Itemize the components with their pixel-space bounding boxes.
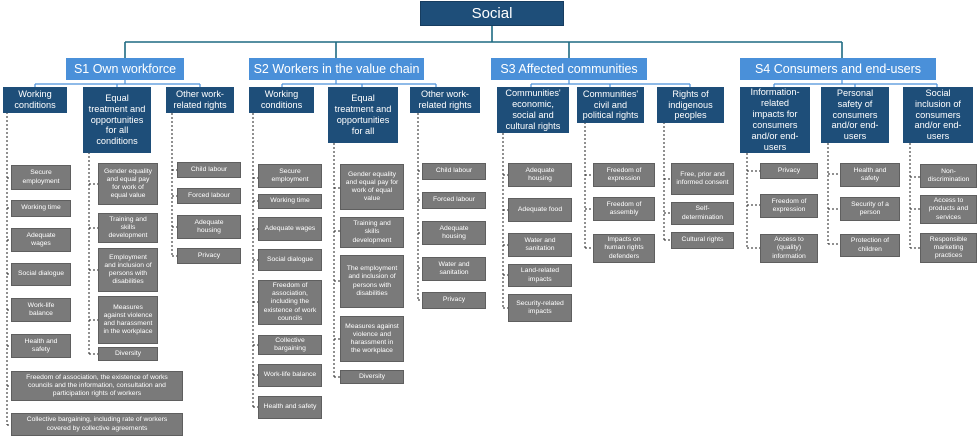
leaf-s4-freedom-expression: Freedom of expression bbox=[760, 194, 818, 218]
leaf-s2-freedom-of-association: Freedom of association, including the ex… bbox=[258, 280, 322, 325]
leaf-s2-diversity: Diversity bbox=[340, 370, 404, 384]
leaf-s1-training: Training and skills development bbox=[98, 213, 158, 243]
topic-s2-working-conditions: Working conditions bbox=[249, 87, 314, 113]
topic-s4-safety: Personal safety of consumers and/or end-… bbox=[821, 87, 889, 143]
topic-s4-inclusion: Social inclusion of consumers and/or end… bbox=[903, 87, 973, 143]
leaf-s1-diversity: Diversity bbox=[98, 347, 158, 361]
category-s2: S2 Workers in the value chain bbox=[249, 58, 424, 80]
leaf-s2-forced-labour: Forced labour bbox=[422, 192, 486, 209]
topic-s4-information: Information-related impacts for consumer… bbox=[740, 87, 810, 153]
leaf-s4-marketing: Responsible marketing practices bbox=[920, 233, 977, 263]
leaf-s4-non-discrimination: Non-discrimination bbox=[920, 164, 977, 188]
leaf-s4-access-information: Access to (quality) information bbox=[760, 234, 818, 263]
topic-s2-equal-treatment: Equal treatment and opportunities for al… bbox=[328, 87, 398, 143]
leaf-s1-freedom-of-association: Freedom of association, the existence of… bbox=[11, 371, 183, 401]
leaf-s2-harassment: Measures against violence and harassment… bbox=[340, 316, 404, 362]
category-s3: S3 Affected communities bbox=[491, 58, 647, 80]
leaf-s1-gender-equality: Gender equality and equal pay for work o… bbox=[98, 163, 158, 205]
leaf-s4-access-products: Access to products and services bbox=[920, 195, 977, 224]
leaf-s2-child-labour: Child labour bbox=[422, 163, 486, 180]
leaf-s2-health-safety: Health and safety bbox=[258, 396, 322, 419]
leaf-s3-adequate-food: Adequate food bbox=[508, 198, 572, 222]
topic-s1-working-conditions: Working conditions bbox=[3, 87, 67, 113]
topic-s1-equal-treatment: Equal treatment and opportunities for al… bbox=[83, 87, 151, 153]
leaf-s4-privacy: Privacy bbox=[760, 163, 818, 179]
leaf-s2-disabilities: The employment and inclusion of persons … bbox=[340, 255, 404, 308]
leaf-s2-working-time: Working time bbox=[258, 194, 322, 209]
leaf-s4-security-person: Security of a person bbox=[840, 197, 900, 221]
leaf-s1-adequate-housing: Adequate housing bbox=[177, 215, 241, 239]
leaf-s1-disabilities: Employment and inclusion of persons with… bbox=[98, 248, 158, 292]
leaf-s3-self-determination: Self-determination bbox=[671, 202, 734, 225]
leaf-s4-protection-children: Protection of children bbox=[840, 234, 900, 257]
leaf-s1-social-dialogue: Social dialogue bbox=[11, 263, 71, 286]
topic-s3-economic-rights: Communities' economic, social and cultur… bbox=[497, 87, 569, 133]
leaf-s3-cultural-rights: Cultural rights bbox=[671, 232, 734, 249]
topic-s1-other-rights: Other work-related rights bbox=[166, 87, 234, 113]
leaf-s3-adequate-housing: Adequate housing bbox=[508, 163, 572, 187]
leaf-s1-collective-bargaining: Collective bargaining, including rate of… bbox=[11, 413, 183, 436]
leaf-s2-work-life-balance: Work-life balance bbox=[258, 364, 322, 387]
leaf-s1-harassment: Measures against violence and harassment… bbox=[98, 296, 158, 344]
leaf-s1-working-time: Working time bbox=[11, 200, 71, 217]
leaf-s1-work-life-balance: Work-life balance bbox=[11, 298, 71, 322]
leaf-s2-water-sanitation: Water and sanitation bbox=[422, 257, 486, 281]
leaf-s3-freedom-expression: Freedom of expression bbox=[593, 163, 655, 187]
leaf-s2-privacy: Privacy bbox=[422, 292, 486, 309]
leaf-s3-security-impacts: Security-related impacts bbox=[508, 294, 572, 322]
leaf-s1-child-labour: Child labour bbox=[177, 162, 241, 178]
leaf-s2-adequate-housing: Adequate housing bbox=[422, 221, 486, 245]
leaf-s3-water-sanitation: Water and sanitation bbox=[508, 233, 572, 257]
leaf-s2-training: Training and skills development bbox=[340, 217, 404, 248]
topic-s3-civil-rights: Communities' civil and political rights bbox=[577, 87, 644, 123]
category-s4: S4 Consumers and end-users bbox=[740, 58, 936, 80]
leaf-s1-adequate-wages: Adequate wages bbox=[11, 228, 71, 252]
leaf-s1-privacy: Privacy bbox=[177, 248, 241, 264]
root-node: Social bbox=[420, 1, 564, 26]
leaf-s1-forced-labour: Forced labour bbox=[177, 188, 241, 204]
category-s1: S1 Own workforce bbox=[66, 58, 184, 80]
leaf-s3-rights-defenders: Impacts on human rights defenders bbox=[593, 234, 655, 263]
leaf-s2-collective-bargaining: Collective bargaining bbox=[258, 335, 322, 355]
topic-s2-other-rights: Other work-related rights bbox=[410, 87, 480, 113]
topic-s3-indigenous-rights: Rights of indigenous peoples bbox=[657, 87, 724, 123]
leaf-s3-consent: Free, prior and informed consent bbox=[671, 163, 734, 195]
leaf-s2-adequate-wages: Adequate wages bbox=[258, 217, 322, 241]
leaf-s4-health-safety: Health and safety bbox=[840, 163, 900, 187]
leaf-s2-social-dialogue: Social dialogue bbox=[258, 249, 322, 271]
leaf-s3-freedom-assembly: Freedom of assembly bbox=[593, 197, 655, 221]
leaf-s3-land-impacts: Land-related impacts bbox=[508, 264, 572, 287]
leaf-s2-secure-employment: Secure employment bbox=[258, 164, 322, 188]
leaf-s1-health-safety: Health and safety bbox=[11, 334, 71, 358]
leaf-s1-secure-employment: Secure employment bbox=[11, 165, 71, 190]
leaf-s2-gender-equality: Gender equality and equal pay for work o… bbox=[340, 164, 404, 210]
